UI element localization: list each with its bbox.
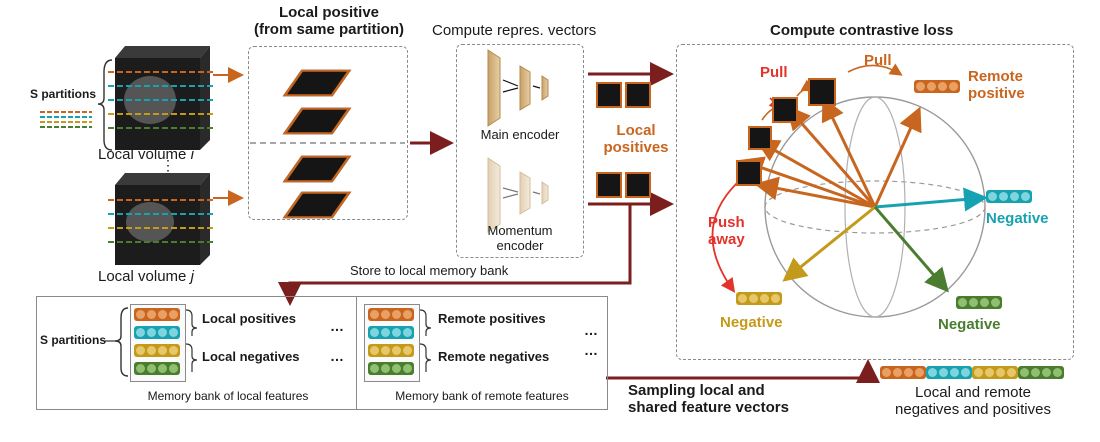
vector-green [368, 362, 414, 375]
main-encoder-label: Main encoder [480, 127, 560, 142]
store-label: Store to local memory bank [350, 263, 509, 278]
vector-green [134, 362, 180, 375]
push-away-arrow [711, 182, 738, 293]
pull-arrow-remote [847, 63, 903, 76]
local-positive-box [248, 46, 408, 220]
thumb-image [625, 172, 651, 198]
thumb-image [772, 97, 798, 123]
partition-lines-icon [40, 111, 92, 128]
local-dots-2: … [330, 348, 344, 364]
momentum-encoder-shape [487, 157, 549, 233]
main-encoder-shape [487, 49, 549, 127]
encoders-box [456, 44, 584, 258]
volume-j-cube [108, 173, 215, 265]
negative-vector-gold [736, 292, 782, 305]
legend-vector-orange [880, 366, 926, 379]
legend-vector-green [1018, 366, 1064, 379]
thumb-image [808, 78, 836, 106]
contrastive-box [676, 44, 1074, 360]
local-positives-mem-label: Local positives [202, 311, 296, 326]
memory-bank-container [36, 296, 608, 410]
remote-dots-2: … [584, 342, 598, 358]
thumb-image [596, 82, 622, 108]
embedding-vectors [739, 96, 988, 293]
thumb-image [596, 172, 622, 198]
arrow-store-memory [278, 204, 632, 306]
local-positive-title: Local positive (from same partition) [253, 4, 404, 39]
push-away-label: Push away [708, 214, 745, 249]
volume-ellipsis: ⋮ [161, 157, 175, 173]
remote-memory-caption: Memory bank of remote features [395, 389, 569, 403]
memory-bank-divider [356, 296, 358, 410]
thumb-image [625, 82, 651, 108]
remote-positive-vector [914, 80, 960, 93]
local-dots-1: … [330, 318, 344, 334]
s-partitions-label: S partitions [30, 87, 97, 101]
remote-negatives-mem-label: Remote negatives [438, 349, 550, 364]
memory-s-partitions-label: S partitions [40, 333, 107, 347]
negative-label-green: Negative [938, 316, 1001, 333]
pull-label-2: Pull [864, 52, 892, 69]
contrastive-title: Compute contrastive loss [770, 22, 954, 39]
sampling-label: Sampling local and shared feature vector… [628, 382, 789, 417]
vector-orange [368, 308, 414, 321]
remote-positive-label: Remote positive [968, 68, 1025, 103]
vector-gold [368, 344, 414, 357]
remote-dots-1: … [584, 322, 598, 338]
negative-label-gold: Negative [720, 314, 783, 331]
legend-vector-teal [926, 366, 972, 379]
vector-teal [368, 326, 414, 339]
momentum-encoder-label: Momentum encoder [487, 223, 553, 253]
negative-label-teal: Negative [986, 210, 1049, 227]
arrow-sampling [606, 359, 880, 383]
legend-vector-gold [972, 366, 1018, 379]
legend-label: Local and remote negatives and positives [895, 384, 1051, 419]
remote-positives-mem-label: Remote positives [438, 311, 546, 326]
s-partitions-brace [97, 59, 113, 151]
local-positives-label: Local positives [603, 122, 669, 157]
local-memory-caption: Memory bank of local features [147, 389, 309, 403]
pull-label-1: Pull [760, 64, 788, 81]
volume-i-cube [108, 46, 215, 150]
encoders-title: Compute repres. vectors [432, 22, 597, 39]
thumb-image [748, 126, 772, 150]
thumb-image [736, 160, 762, 186]
negative-vector-green [956, 296, 1002, 309]
negative-vector-teal [986, 190, 1032, 203]
volume-i-label: Local volume i [98, 146, 194, 163]
vector-orange [134, 308, 180, 321]
vector-gold [134, 344, 180, 357]
volume-j-label: Local volume j [98, 268, 194, 285]
local-negatives-mem-label: Local negatives [202, 349, 300, 364]
vector-teal [134, 326, 180, 339]
